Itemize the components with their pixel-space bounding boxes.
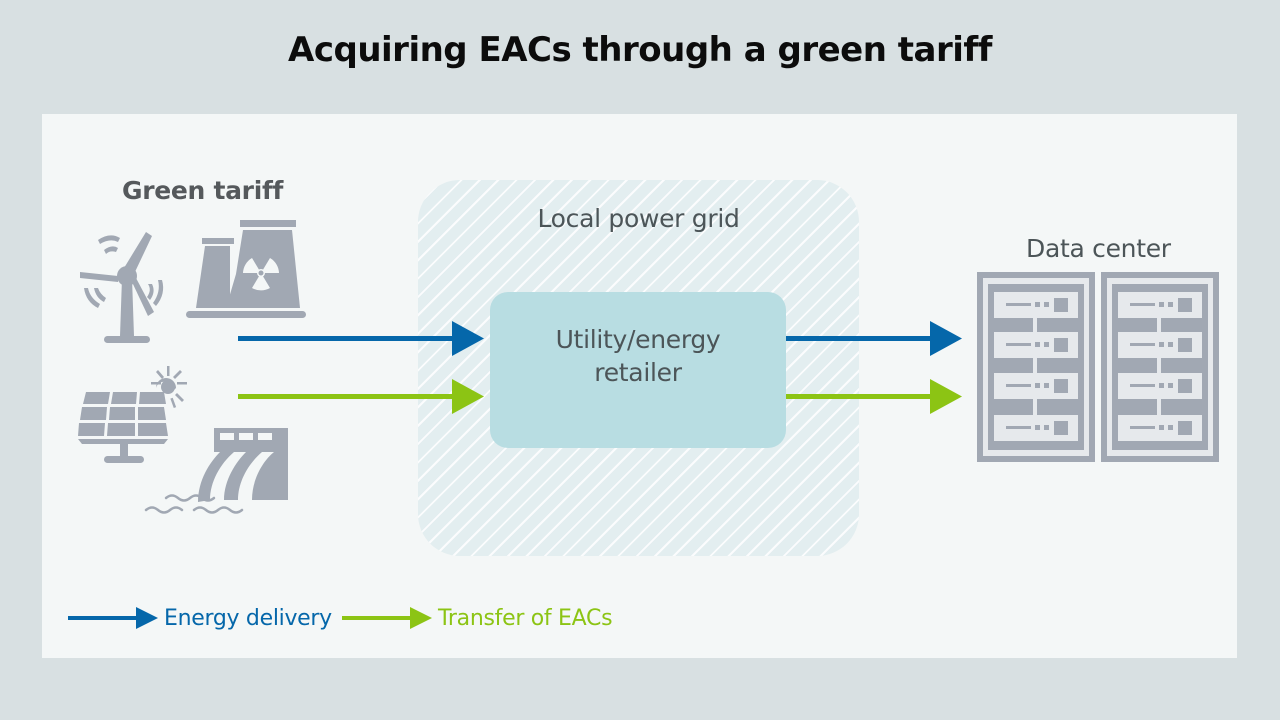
diagram-title: Acquiring EACs through a green tariff [288, 30, 992, 70]
legend-energy-delivery: Energy delivery [68, 600, 332, 636]
data-center-label: Data center [1026, 234, 1171, 263]
solar-panel-icon [78, 366, 187, 463]
legend-eac-transfer: Transfer of EACs [342, 600, 613, 636]
eac-transfer-arrow-out [786, 379, 962, 414]
diagram-panel: Green tariff [42, 114, 1237, 658]
nuclear-plant-icon [186, 220, 306, 318]
energy-delivery-legend-arrow-icon [68, 607, 158, 629]
retailer-label-line1: Utility/energy [555, 325, 721, 354]
retailer-label-line2: retailer [594, 358, 682, 387]
green-tariff-label: Green tariff [122, 176, 284, 205]
energy-delivery-arrow-in [238, 321, 484, 356]
eac-transfer-legend-arrow-icon [342, 607, 432, 629]
utility-retailer-box: Utility/energy retailer [490, 292, 786, 448]
hydro-dam-icon [144, 428, 288, 514]
energy-delivery-arrow-out [786, 321, 962, 356]
server-rack-right [1101, 272, 1219, 462]
wind-turbine-icon [80, 232, 164, 343]
data-center-icon [977, 272, 1219, 462]
eac-transfer-arrow-in [238, 379, 484, 414]
energy-delivery-legend-label: Energy delivery [164, 605, 332, 631]
local-power-grid-label: Local power grid [537, 204, 740, 233]
eac-transfer-legend-label: Transfer of EACs [438, 605, 613, 631]
server-rack-left [977, 272, 1095, 462]
